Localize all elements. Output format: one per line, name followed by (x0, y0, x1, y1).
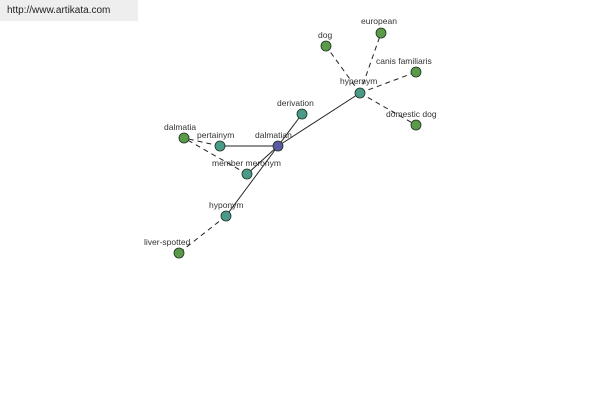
edge-center-hypernym (277, 92, 361, 147)
label-dalmatia: dalmatia (164, 122, 196, 132)
label-member-meronym: member meronym (212, 158, 281, 168)
edge-hypernym-canis-familiaris (359, 71, 417, 94)
edge-hypernym-domestic-dog (359, 92, 417, 126)
node-dalmatian[interactable] (272, 140, 284, 152)
edge-hypernym-european (359, 32, 382, 94)
edge-hyponym-liver-spotted (178, 215, 227, 254)
node-dalmatia[interactable] (178, 132, 190, 144)
edge-pertainym-dalmatia (183, 137, 221, 147)
edge-member-meronym-dalmatia (183, 137, 248, 175)
node-hyponym[interactable] (220, 210, 232, 222)
edge-center-hyponym (225, 145, 279, 217)
label-derivation: derivation (277, 98, 314, 108)
node-dog[interactable] (320, 40, 332, 52)
label-european: european (361, 16, 397, 26)
node-hypernym[interactable] (354, 87, 366, 99)
label-domestic-dog: domestic dog (386, 109, 437, 119)
node-domestic-dog[interactable] (410, 119, 422, 131)
node-member-meronym[interactable] (241, 168, 253, 180)
label-pertainym: pertainym (197, 130, 234, 140)
edge-hypernym-dog (325, 45, 361, 94)
label-dalmatian: dalmatian (255, 130, 292, 140)
node-canis-familiaris[interactable] (410, 66, 422, 78)
label-liver-spotted: liver-spotted (144, 237, 191, 247)
label-hypernym: hypernym (340, 76, 377, 86)
source-url-link[interactable]: http://www.artikata.com (0, 0, 138, 21)
node-european[interactable] (375, 27, 387, 39)
label-dog: dog (318, 30, 332, 40)
label-hyponym: hyponym (209, 200, 244, 210)
edge-center-derivation (277, 113, 303, 147)
label-canis-familiaris: canis familiaris (376, 56, 432, 66)
node-derivation[interactable] (296, 108, 308, 120)
edge-center-member-meronym (246, 145, 279, 175)
node-pertainym[interactable] (214, 140, 226, 152)
node-liver-spotted[interactable] (173, 247, 185, 259)
